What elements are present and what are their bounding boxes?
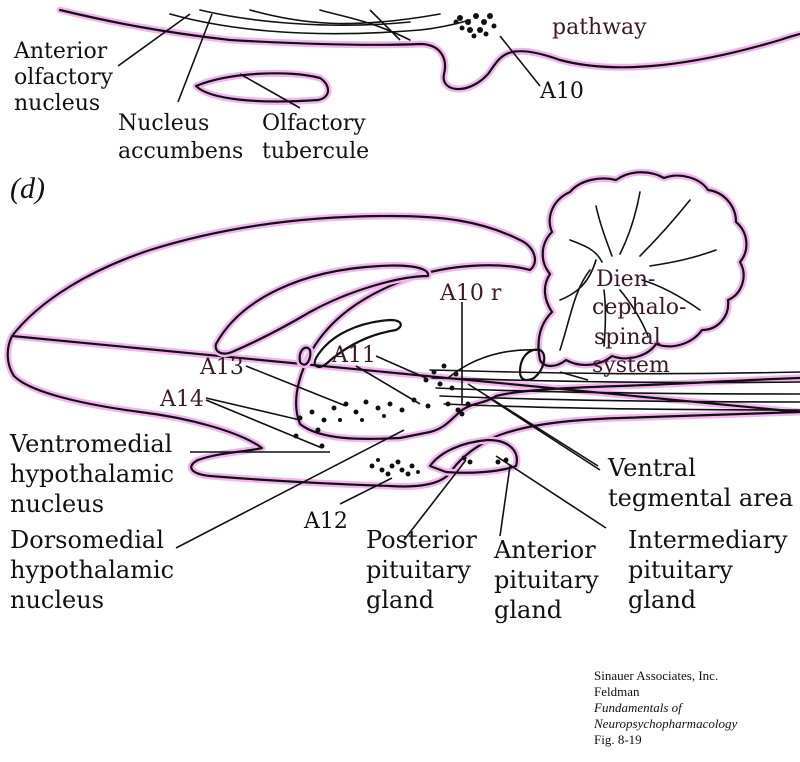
a13-label: A13 (199, 355, 244, 380)
olfactory-tubercule-label-line2: tubercule (262, 139, 369, 164)
top-panel: pathway Anterior olfactory nucleus Nucle… (13, 10, 800, 164)
posterior-pituitary-label-line1: Posterior (366, 526, 477, 554)
nucleus-accumbens-label-line1: Nucleus (118, 111, 209, 136)
nucleus-accumbens-label-line2: accumbens (118, 139, 243, 164)
ventromedial-label-line2: hypothalamic (10, 460, 174, 488)
dorsomedial-label-line1: Dorsomedial (10, 526, 164, 554)
intermediary-pituitary-label-line2: pituitary (628, 556, 733, 584)
anterior-olfactory-nucleus-label-line2: olfactory (14, 65, 113, 90)
intermediary-pituitary-label-line1: Intermediary (628, 526, 788, 554)
anterior-pituitary-label-line1: Anterior (493, 536, 596, 564)
ventromedial-label-line3: nucleus (10, 490, 104, 518)
diencephalospinal-label-line3: spinal (594, 325, 661, 350)
intermediary-pituitary-label-line3: gland (628, 586, 696, 614)
credit-book-line2: Neuropsychopharmacology (593, 716, 737, 731)
posterior-pituitary-label-line3: gland (366, 586, 434, 614)
olfactory-tubercule-label-line1: Olfactory (262, 111, 366, 136)
credit-publisher: Sinauer Associates, Inc. (594, 668, 718, 683)
panel-d: (d) (8, 172, 800, 624)
anterior-pituitary-label-line3: gland (494, 596, 562, 624)
top-a10-label: A10 (539, 79, 584, 104)
diencephalospinal-label-line1: Dien- (596, 267, 655, 292)
pathway-label: pathway (552, 15, 647, 40)
anterior-pituitary-label-line2: pituitary (494, 566, 599, 594)
ventral-tegmental-label-line2: tegmental area (608, 484, 793, 512)
diencephalospinal-label-line4: system (592, 353, 670, 378)
panel-d-letter: (d) (10, 172, 45, 205)
ventromedial-label-line1: Ventromedial (9, 430, 172, 458)
ventral-tegmental-label-line1: Ventral (607, 454, 696, 482)
a10r-label: A10 r (439, 281, 502, 306)
diencephalospinal-label-line2: cephalo- (592, 295, 686, 320)
credit-author: Feldman (594, 684, 640, 699)
posterior-pituitary-label-line2: pituitary (366, 556, 471, 584)
figure-credit: Sinauer Associates, Inc. Feldman Fundame… (593, 668, 737, 747)
top-a10-dot-cluster (454, 13, 497, 39)
a14-label: A14 (159, 387, 204, 412)
dorsomedial-label-line2: hypothalamic (10, 556, 174, 584)
dorsomedial-label-line3: nucleus (10, 586, 104, 614)
anterior-olfactory-nucleus-label-line3: nucleus (14, 91, 100, 116)
credit-figure: Fig. 8-19 (594, 732, 642, 747)
credit-book-line1: Fundamentals of (593, 700, 684, 715)
anterior-olfactory-nucleus-label-line1: Anterior (13, 39, 108, 64)
a11-label: A11 (331, 343, 376, 368)
a12-label: A12 (303, 509, 348, 534)
